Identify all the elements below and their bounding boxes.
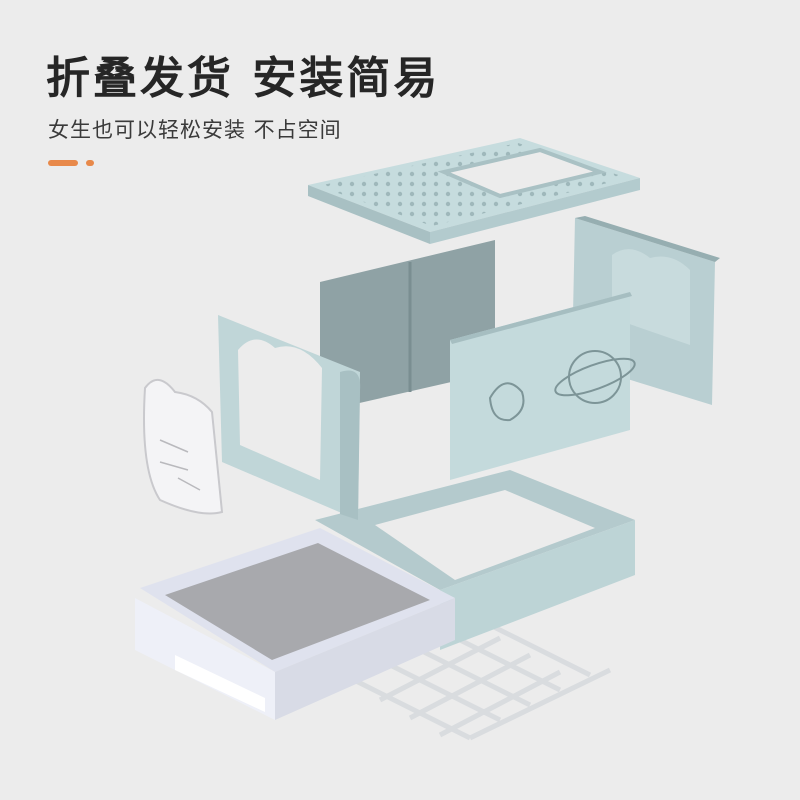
front-panel-planet <box>450 292 636 480</box>
page-title: 折叠发货 安装简易 <box>46 53 441 104</box>
accent-bar <box>48 160 78 166</box>
top-lid <box>308 138 640 244</box>
pull-out-tray <box>135 528 455 720</box>
page-subtitle: 女生也可以轻松安装 不占空间 <box>48 118 342 142</box>
base-frame <box>315 470 635 650</box>
clear-cat-door <box>143 379 224 515</box>
side-panel-cat-window <box>218 315 361 520</box>
accent-dot <box>86 160 94 166</box>
